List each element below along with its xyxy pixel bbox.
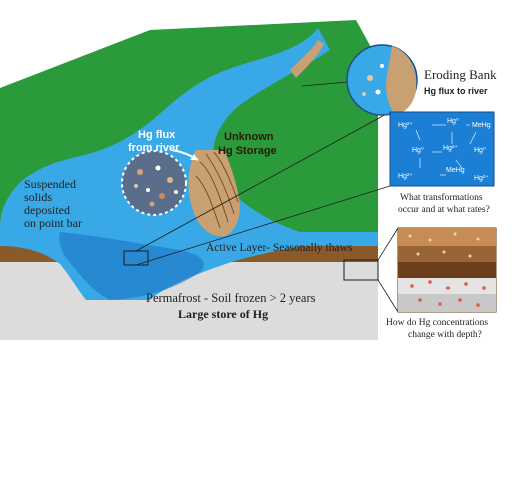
eroding-bank-label: Eroding Bank xyxy=(424,67,497,82)
permafrost-label: Permafrost - Soil frozen > 2 years xyxy=(146,291,316,305)
river-deep xyxy=(59,232,204,300)
permafrost-sample-box xyxy=(343,259,379,281)
depth-question-1: How do Hg concentrations xyxy=(386,318,488,328)
unknown-hg-storage-label-1: Unknown xyxy=(224,131,274,143)
hg-species: Hg²⁺ Hg⁰ MeHg Hg⁰ Hg²⁺ Hg⁰ Hg²⁺ MeHg Hg²… xyxy=(398,117,491,182)
active-layer-label: Active Layer- Seasonally thaws xyxy=(206,242,353,254)
river-channel xyxy=(0,28,378,300)
eroding-bank-pointer xyxy=(301,81,349,87)
hg-flux-from-river-label-1: Hg flux xyxy=(138,129,176,141)
hg2-species-c: Hg²⁺ xyxy=(398,172,413,180)
soil-profile-inset xyxy=(397,227,497,313)
hg0-species-b: Hg⁰ xyxy=(412,146,424,154)
suspended-solids-label-4: on point bar xyxy=(24,216,82,230)
hg-transformation-arrows xyxy=(415,124,477,176)
transformations-question-1: What transformations xyxy=(400,192,483,203)
mehg-species-a: MeHg xyxy=(472,122,491,129)
flux-arrow-head xyxy=(190,154,198,160)
suspended-solids-circle xyxy=(121,150,187,216)
transformations-question-2: occur and at what rates? xyxy=(398,205,490,215)
suspended-solids-label-3: deposited xyxy=(24,203,70,217)
hg-flux-from-river-label-2: from river xyxy=(128,142,180,154)
eroding-bank-edge xyxy=(290,40,324,78)
hg2-species-a: Hg²⁺ xyxy=(398,121,413,129)
suspended-particles xyxy=(134,165,178,207)
connector-lines xyxy=(135,111,399,313)
hg2-species-d: Hg²⁺ xyxy=(474,174,489,182)
hg-flux-to-river-label: Hg flux to river xyxy=(424,86,488,96)
large-store-label: Large store of Hg xyxy=(178,307,268,321)
suspended-solids-label-1: Suspended xyxy=(24,177,76,191)
suspended-solids-label-2: solids xyxy=(24,190,52,204)
unknown-hg-storage-label-2: Hg Storage xyxy=(218,145,277,157)
cut-bank-strata xyxy=(195,151,239,229)
mehg-species-b: MeHg xyxy=(446,167,465,174)
hg2-species-b: Hg²⁺ xyxy=(443,144,458,152)
hg0-species-a: Hg⁰ xyxy=(447,117,459,125)
eroding-bank-inset-soil xyxy=(386,46,417,115)
hg-transformations-box xyxy=(389,111,495,187)
hg0-species-c: Hg⁰ xyxy=(474,146,486,154)
eroding-bank-inset-particles xyxy=(362,64,384,96)
depth-question-2: change with depth? xyxy=(408,330,482,340)
